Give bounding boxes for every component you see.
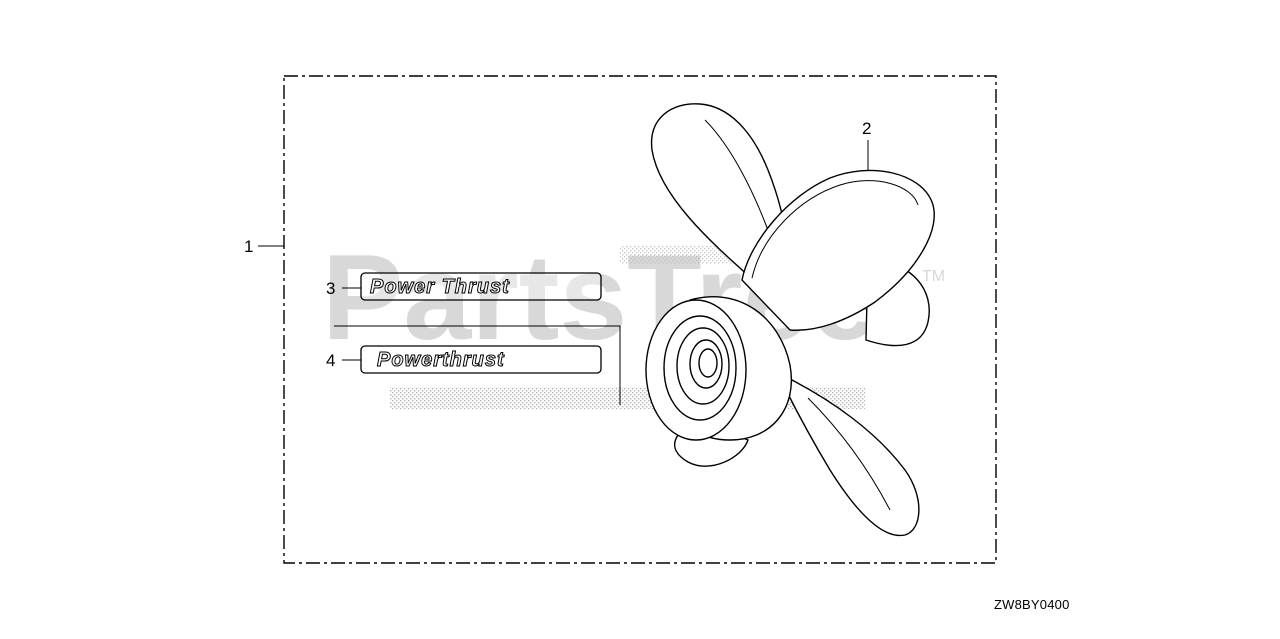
decal-3-lettering: Power Thrust (370, 276, 510, 298)
decal-3-outline (360, 272, 602, 301)
propeller-icon (645, 103, 935, 537)
callout-3[interactable]: 3 (326, 279, 336, 298)
callout-2[interactable]: 2 (862, 119, 872, 138)
diagram-code: ZW8BY0400 (994, 597, 1070, 612)
decal-4-outline (360, 345, 602, 374)
watermark-trademark: TM (922, 268, 946, 285)
leader-lines (258, 140, 869, 405)
callout-4[interactable]: 4 (326, 351, 336, 370)
callout-1[interactable]: 1 (244, 237, 254, 256)
decal-4-lettering: Powerthrust (377, 349, 505, 371)
assembly-boundary-box (283, 75, 997, 564)
